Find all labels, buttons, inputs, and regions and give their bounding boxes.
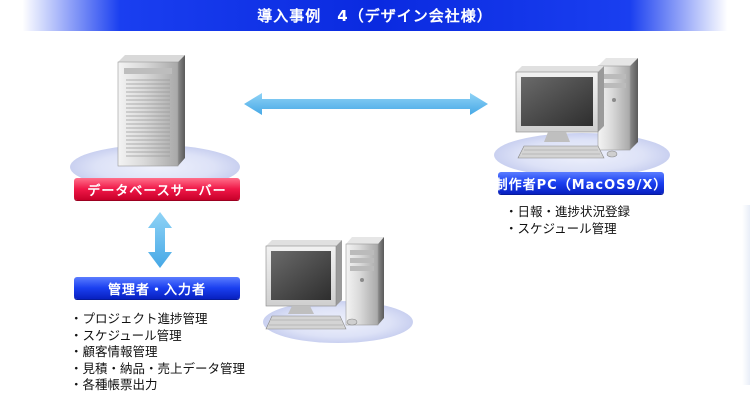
list-item: スケジュール管理: [505, 221, 630, 238]
server-manager-connector-arrow: [148, 212, 172, 268]
list-item: 見積・納品・売上データ管理: [70, 361, 246, 378]
manager-label: 管理者・入力者: [74, 277, 240, 299]
list-item: 日報・進捗状況登録: [505, 204, 631, 221]
manager-task-list: プロジェクト進捗管理 スケジュール管理 顧客情報管理 見積・納品・売上データ管理…: [70, 311, 246, 394]
edge-decoration: [742, 205, 750, 385]
list-item: 顧客情報管理: [70, 344, 245, 361]
list-item: 各種帳票出力: [70, 377, 245, 394]
server-mac-connector-arrow: [244, 93, 488, 115]
mac-pc-icon: [515, 58, 638, 159]
server-label: データベースサーバー: [74, 178, 240, 200]
list-item: プロジェクト進捗管理: [70, 311, 245, 328]
server-icon: [117, 55, 185, 167]
title-bar: 導入事例 4（デザイン会社様）: [0, 0, 750, 31]
mac-task-list: 日報・進捗状況登録 スケジュール管理: [505, 204, 631, 238]
mac-pc-label: 制作者PC（MacOS9/X）: [495, 172, 666, 194]
manager-pc-icon: [265, 237, 384, 330]
list-item: スケジュール管理: [70, 328, 245, 345]
page-title: 導入事例 4（デザイン会社様）: [257, 7, 493, 25]
